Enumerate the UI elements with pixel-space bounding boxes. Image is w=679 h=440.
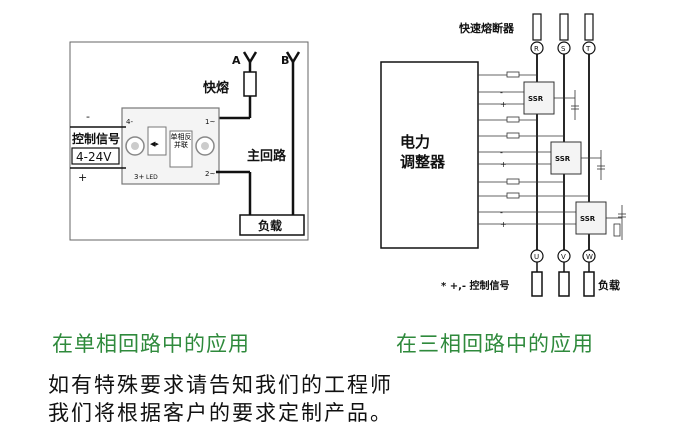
ssr-1-label: SSR (528, 95, 544, 103)
caption-single-phase: 在单相回路中的应用 (52, 332, 250, 356)
led-label: LED (146, 174, 158, 181)
voltage-box (71, 147, 120, 165)
phase-s-label: S (561, 45, 566, 53)
load-box-single (239, 214, 305, 236)
plus-left: + (78, 171, 87, 184)
load-label-single: 负载 (258, 218, 282, 233)
terminal-b-label: B (281, 54, 289, 67)
phase-t-label: T (585, 45, 591, 53)
ssr-3 (575, 201, 607, 235)
single-phase-diagram: A B 快熔 ◀▸ 单相反并联 1~ 2~ 4- 3+ LED - + 控制信号 (69, 41, 309, 241)
fuse-s (559, 13, 569, 41)
fuse-t (584, 13, 594, 41)
load-label-three: 负载 (598, 278, 620, 292)
pin-bottom-left-label: 3+ (134, 173, 144, 181)
svg-text:+: + (500, 100, 507, 109)
caption-three-phase: 在三相回路中的应用 (396, 332, 594, 356)
svg-text:-: - (500, 208, 503, 217)
load-resistor-v (558, 271, 570, 297)
pin-top-label: 1~ (205, 118, 215, 126)
pin-top-left-label: 4- (126, 118, 133, 126)
minus-left: - (86, 110, 90, 123)
control-signal-label: 控制信号 (72, 131, 120, 146)
main-loop-label: 主回路 (247, 148, 287, 164)
fast-fuse-title: 快速熔断器 (458, 21, 515, 35)
svg-text:+: + (500, 220, 507, 229)
optocoupler-symbol: ◀▸ (150, 140, 159, 148)
fuse-label: 快熔 (203, 80, 230, 96)
terminal-a-symbol (242, 51, 258, 65)
note-line-1: 如有特殊要求请告知我们的工程师 (48, 373, 393, 397)
single-phase-frame (69, 41, 309, 241)
ssr-3-label: SSR (580, 215, 596, 223)
phase-u-label: U (534, 253, 539, 261)
controller-line1: 电力 (400, 133, 430, 151)
three-phase-diagram: 快速熔断器 R S T 电力 调整器 SSR - + (380, 13, 626, 297)
controller-line2: 调整器 (400, 153, 446, 171)
phase-v-label: V (561, 253, 566, 261)
svg-text:-: - (500, 148, 503, 157)
power-controller-box (380, 61, 479, 249)
ssr-1 (523, 81, 555, 115)
note-line-2: 我们将根据客户的要求定制产品。 (48, 401, 393, 425)
svg-text:+: + (500, 160, 507, 169)
phase-r-label: R (534, 45, 539, 53)
terminal-a-label: A (232, 54, 241, 67)
phase-w-label: W (586, 253, 593, 261)
fuse-r (532, 13, 542, 41)
control-signal-note: * +,- 控制信号 (441, 279, 510, 292)
svg-text:-: - (500, 88, 503, 97)
ssr-2 (550, 141, 582, 175)
pin-bottom-label: 2~ (205, 170, 215, 178)
fuse-symbol (243, 71, 257, 97)
module-text: 单相反并联 (170, 133, 192, 149)
load-resistor-u (531, 271, 543, 297)
ssr-2-label: SSR (555, 155, 571, 163)
load-resistor-w (583, 271, 595, 297)
voltage-label: 4-24V (76, 150, 112, 164)
